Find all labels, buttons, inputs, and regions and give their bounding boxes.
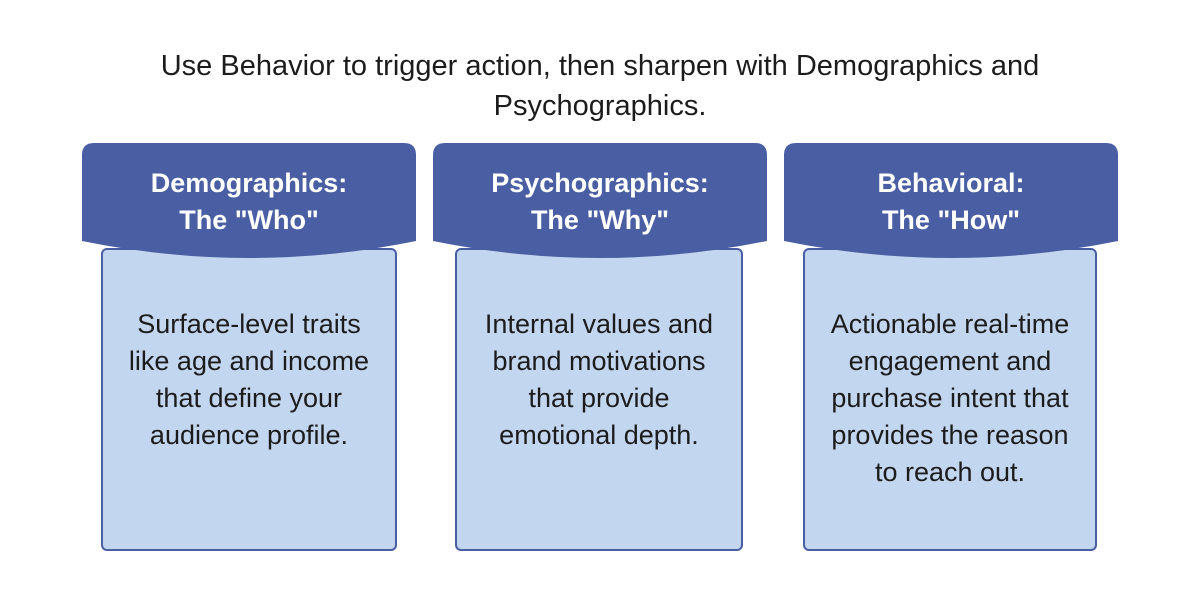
- card-behavioral: Actionable real-time engagement and purc…: [784, 143, 1118, 551]
- card-body: Actionable real-time engagement and purc…: [803, 248, 1097, 551]
- card-header-shape: [784, 143, 1118, 258]
- card-heading-line2: The "Why": [530, 205, 670, 235]
- card-description: Actionable real-time engagement and purc…: [830, 309, 1070, 487]
- card-body: Internal values and brand motivations th…: [455, 248, 743, 551]
- card-header-shape: [433, 143, 767, 258]
- card-description: Surface-level traits like age and income…: [128, 309, 370, 450]
- card-psychographics: Internal values and brand motivations th…: [433, 143, 767, 551]
- card-heading: Behavioral: The "How": [784, 165, 1118, 239]
- card-description: Internal values and brand motivations th…: [484, 309, 714, 450]
- page-title: Use Behavior to trigger action, then sha…: [160, 50, 1040, 122]
- card-demographics: Surface-level traits like age and income…: [82, 143, 416, 551]
- card-heading-line1: Demographics:: [150, 168, 348, 198]
- card-body: Surface-level traits like age and income…: [101, 248, 397, 551]
- card-heading-line2: The "Who": [179, 205, 319, 235]
- card-header-shape: [82, 143, 416, 258]
- card-heading-line1: Psychographics:: [491, 168, 709, 198]
- card-heading-line2: The "How": [881, 205, 1021, 235]
- card-heading: Psychographics: The "Why": [433, 165, 767, 239]
- card-heading-line1: Behavioral:: [877, 168, 1025, 198]
- card-heading: Demographics: The "Who": [82, 165, 416, 239]
